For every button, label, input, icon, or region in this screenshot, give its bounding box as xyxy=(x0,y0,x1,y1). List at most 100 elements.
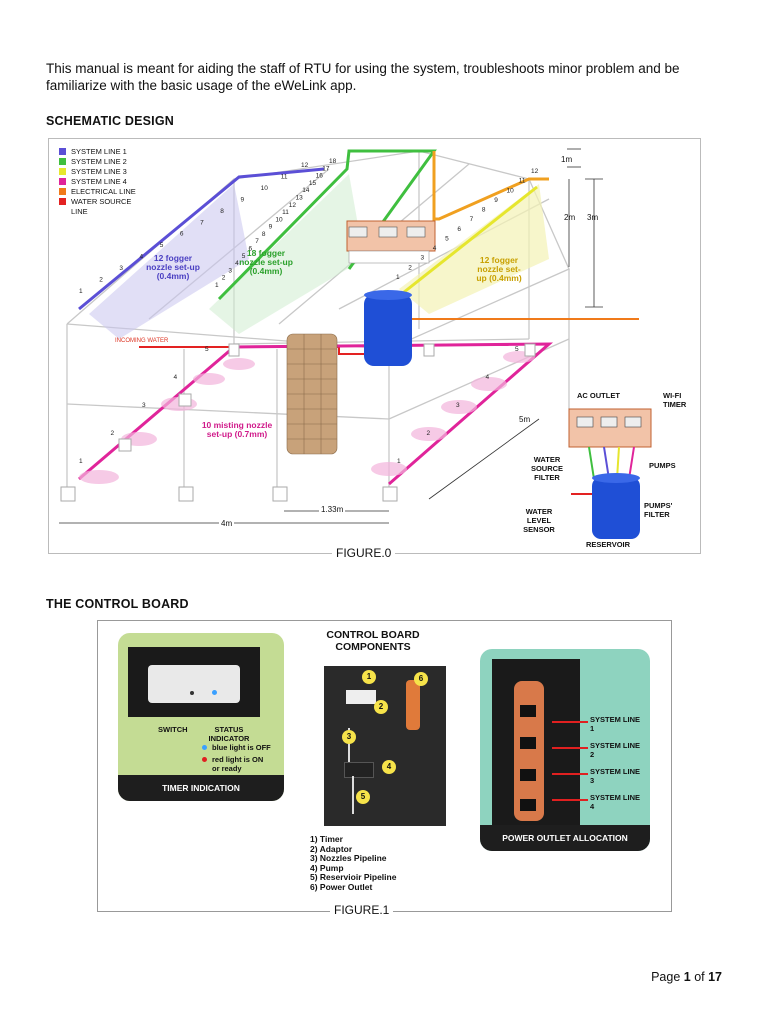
arrow-icon xyxy=(552,721,588,723)
legend-label: SYSTEM LINE 1 xyxy=(71,147,127,156)
power-outlet-allocation-title: POWER OUTLET ALLOCATION xyxy=(502,833,628,843)
nozzle-number: 4 xyxy=(486,374,490,381)
legend-swatch xyxy=(59,178,66,185)
nozzle-number: 18 xyxy=(329,158,337,165)
intro-text: This manual is meant for aiding the staf… xyxy=(46,61,680,93)
section-heading-control-board: THE CONTROL BOARD xyxy=(46,597,189,611)
ac-outlet-label: AC OUTLET xyxy=(577,391,620,400)
water-source-filter-label: WATER SOURCE FILTER xyxy=(530,455,564,482)
dim-5m: 5m xyxy=(519,415,531,424)
nozzle-number: 8 xyxy=(482,207,486,214)
dim-1-33m: 1.33m xyxy=(319,505,346,514)
nozzle-number: 5 xyxy=(242,253,246,260)
dim-4m: 4m xyxy=(219,519,235,528)
central-reservoir xyxy=(364,294,412,366)
page-current: 1 xyxy=(683,970,691,984)
component-list-item: 3) Nozzles Pipeline xyxy=(310,853,387,863)
legend-swatch xyxy=(59,198,66,205)
system-line-1 xyxy=(78,167,325,311)
nozzle-number: 14 xyxy=(302,187,310,194)
nozzle-number: 11 xyxy=(282,209,289,216)
page-prefix: Page xyxy=(651,970,684,984)
legend-item: SYSTEM LINE 1 xyxy=(59,147,149,157)
nozzle-number: 16 xyxy=(316,173,324,180)
setup-line-4-label: 10 misting nozzle set-up (0.7mm) xyxy=(201,420,273,439)
setup-line-1-label: 12 fogger nozzle set-up (0.4mm) xyxy=(146,253,200,281)
figure-0-caption: FIGURE.0 xyxy=(332,546,396,560)
cooling-pad-stack xyxy=(286,333,338,455)
nozzle-number: 2 xyxy=(408,264,412,271)
nozzle-number: 12 xyxy=(289,202,297,209)
nozzle-number: 11 xyxy=(519,178,526,185)
incoming-water-label: INCOMING WATER xyxy=(115,338,169,344)
control-board-photo: 1 2 3 4 5 6 xyxy=(324,666,446,826)
dim-1m: 1m xyxy=(561,155,573,164)
component-list-item: 2) Adaptor xyxy=(310,843,353,854)
nozzle-number: 10 xyxy=(507,187,515,194)
nozzle-number: 1 xyxy=(79,288,83,295)
legend-item: ELECTRICAL LINE xyxy=(59,187,149,197)
nozzle-number: 6 xyxy=(180,231,184,238)
nozzle-number: 4 xyxy=(235,260,239,267)
system-line-label: SYSTEM LINE 2 xyxy=(590,741,641,759)
reservoir-inset xyxy=(568,408,652,539)
switch-label: SWITCH xyxy=(158,725,188,734)
nozzle-number: 7 xyxy=(255,238,259,245)
wifi-timer-label: WI-FI TIMER xyxy=(663,391,687,409)
red-note: red light is ON or ready xyxy=(212,755,264,773)
arrow-icon xyxy=(552,799,588,801)
nozzle-number: 1 xyxy=(396,274,400,281)
nozzle-number: 10 xyxy=(261,185,269,192)
blue-dot-icon xyxy=(202,745,207,750)
nozzle-number: 3 xyxy=(421,255,425,262)
timer-indication-title: TIMER INDICATION xyxy=(162,783,240,793)
red-dot-icon xyxy=(202,757,207,762)
nozzle-number: 2 xyxy=(99,277,103,284)
component-list-item: 1) Timer xyxy=(310,834,343,844)
nozzle-number: 3 xyxy=(142,402,146,409)
page-total: 17 xyxy=(708,970,722,984)
nozzle-number: 7 xyxy=(200,219,204,226)
nozzle-number: 2 xyxy=(111,430,115,437)
legend-swatch xyxy=(59,188,66,195)
blue-note: blue light is OFF xyxy=(212,743,271,752)
system-line-label: SYSTEM LINE 4 xyxy=(590,793,641,811)
legend-label: SYSTEM LINE 4 xyxy=(71,177,127,186)
nozzle-number: 6 xyxy=(249,246,253,253)
nozzle-number: 4 xyxy=(174,374,178,381)
legend-swatch xyxy=(59,168,66,175)
nozzle-number: 11 xyxy=(281,174,288,181)
pumps-filter-label: PUMPS' FILTER xyxy=(644,501,673,519)
status-indicator-label: STATUS INDICATOR xyxy=(208,725,250,743)
dim-3m: 3m xyxy=(587,213,599,222)
nozzle-number: 1 xyxy=(397,458,401,465)
nozzle-number: 17 xyxy=(322,165,330,172)
system-line-label: SYSTEM LINE 1 xyxy=(590,715,641,733)
timer-indication-panel: SWITCH STATUS INDICATOR blue light is OF… xyxy=(118,633,284,801)
pumps-label: PUMPS xyxy=(649,461,676,470)
nozzle-number: 3 xyxy=(228,267,232,274)
section-heading-schematic: SCHEMATIC DESIGN xyxy=(46,114,174,128)
nozzle-number: 3 xyxy=(456,402,460,409)
page-number: Page 1 of 17 xyxy=(651,970,722,984)
arrow-icon xyxy=(552,773,588,775)
setup-line-2-label: 18 fogger nozzle set-up (0.4mm) xyxy=(239,248,293,276)
component-list-item: 5) Reservioir Pipeline xyxy=(310,872,397,882)
component-list-item: 6) Power Outlet xyxy=(310,881,373,892)
nozzle-number: 13 xyxy=(296,195,304,202)
nozzle-number: 9 xyxy=(269,224,273,231)
system-line-label: SYSTEM LINE 3 xyxy=(590,767,641,785)
timer-photo xyxy=(128,647,260,717)
legend-label: SYSTEM LINE 2 xyxy=(71,157,127,166)
nozzle-number: 5 xyxy=(205,346,209,353)
nozzle-number: 10 xyxy=(275,216,283,223)
control-board-title: CONTROL BOARD COMPONENTS xyxy=(326,629,420,653)
legend-label: WATER SOURCE LINE xyxy=(71,197,132,216)
nozzle-number: 9 xyxy=(241,196,245,203)
legend-label: SYSTEM LINE 3 xyxy=(71,167,127,176)
power-outlet-photo xyxy=(492,659,580,831)
nozzle-number: 8 xyxy=(220,208,224,215)
nozzle-number: 2 xyxy=(222,275,226,282)
